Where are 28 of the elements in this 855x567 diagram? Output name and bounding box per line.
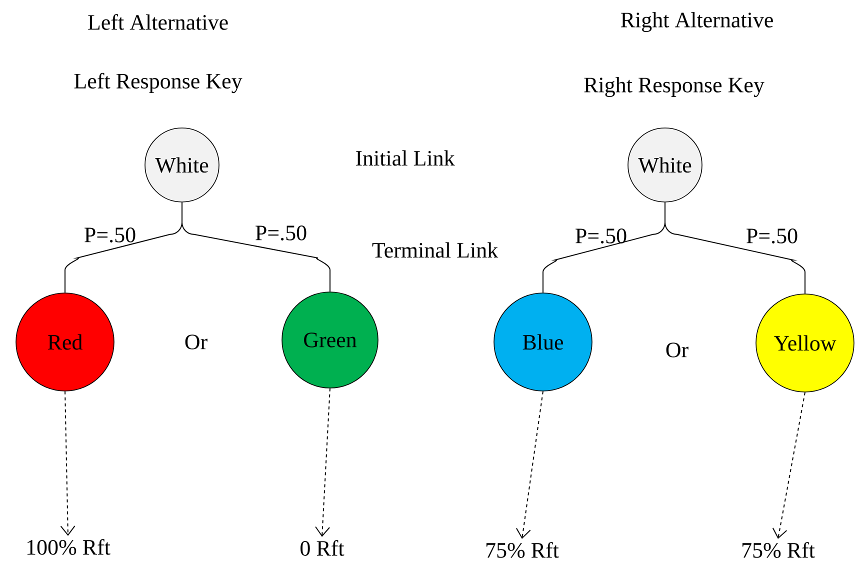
connector: [315, 388, 330, 537]
circle-node: Red: [16, 292, 114, 392]
label-text: Or: [666, 342, 688, 358]
circle-node: Yellow: [756, 294, 854, 392]
connector: [772, 392, 806, 539]
circle-node: Blue: [494, 292, 592, 392]
connector: [664, 202, 806, 294]
outcome-text: 75% Rft: [486, 542, 559, 558]
circle-node: White: [628, 128, 702, 202]
outcome-text: 0 Rft: [300, 540, 344, 556]
circle-node: Green: [282, 292, 378, 388]
connector: [60, 390, 76, 536]
label-text: Left Response Key: [74, 72, 242, 94]
label-text: Right Alternative: [620, 12, 773, 32]
edge-label: P=.50: [746, 228, 798, 244]
connector: [182, 202, 330, 292]
edge-label: P=.50: [576, 228, 626, 244]
label-text: Or: [185, 334, 208, 350]
label-text: Left Alternative: [88, 14, 228, 30]
edge-label: P=.50: [84, 228, 136, 242]
circle-node: White: [144, 128, 220, 202]
label-text: Initial Link: [356, 150, 455, 166]
edge-label: P=.50: [256, 226, 306, 240]
outcome-text: 75% Rft: [742, 542, 815, 558]
label-text: Terminal Link: [372, 242, 498, 258]
outcome-text: 100% Rft: [27, 539, 110, 555]
label-text: Right Response Key: [584, 77, 764, 97]
connector: [516, 390, 544, 539]
